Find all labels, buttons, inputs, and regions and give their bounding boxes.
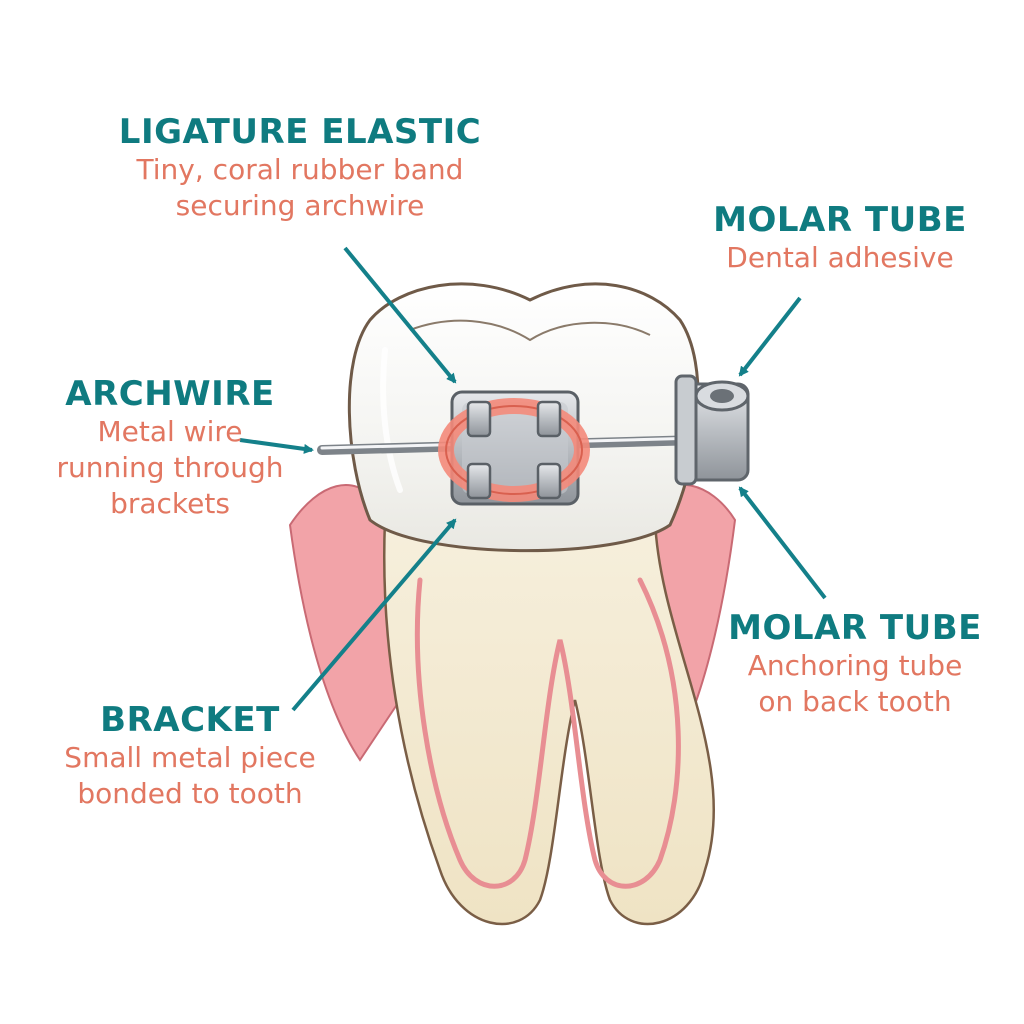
label-archwire: ARCHWIRE Metal wire running through brac… <box>10 374 330 522</box>
ligature-desc-line2: securing archwire <box>80 188 520 224</box>
archwire-title: ARCHWIRE <box>10 374 330 414</box>
bracket-wing-tl <box>468 402 490 436</box>
bracket-desc-line2: bonded to tooth <box>30 776 350 812</box>
label-ligature-elastic: LIGATURE ELASTIC Tiny, coral rubber band… <box>80 112 520 224</box>
bracket-wing-br <box>538 464 560 498</box>
arrow-molar-top <box>740 298 800 375</box>
bracket-desc-line1: Small metal piece <box>30 740 350 776</box>
molar-bottom-title: MOLAR TUBE <box>715 608 995 648</box>
bracket-wing-bl <box>468 464 490 498</box>
molar-tube-wing <box>676 376 696 484</box>
ligature-desc-line1: Tiny, coral rubber band <box>80 152 520 188</box>
molar-bottom-desc-line2: on back tooth <box>715 684 995 720</box>
bracket-wing-tr <box>538 402 560 436</box>
bracket-title: BRACKET <box>30 700 350 740</box>
molar-tube-hole <box>710 389 734 403</box>
molar-top-title: MOLAR TUBE <box>690 200 990 240</box>
molar-top-desc: Dental adhesive <box>690 240 990 276</box>
archwire-desc-line3: brackets <box>10 486 330 522</box>
label-molar-tube-top: MOLAR TUBE Dental adhesive <box>690 200 990 276</box>
archwire-desc-line2: running through <box>10 450 330 486</box>
archwire-desc-line1: Metal wire <box>10 414 330 450</box>
ligature-title: LIGATURE ELASTIC <box>80 112 520 152</box>
label-bracket: BRACKET Small metal piece bonded to toot… <box>30 700 350 812</box>
label-molar-tube-bottom: MOLAR TUBE Anchoring tube on back tooth <box>715 608 995 720</box>
molar-bottom-desc-line1: Anchoring tube <box>715 648 995 684</box>
arrow-molar-bottom <box>740 488 825 598</box>
